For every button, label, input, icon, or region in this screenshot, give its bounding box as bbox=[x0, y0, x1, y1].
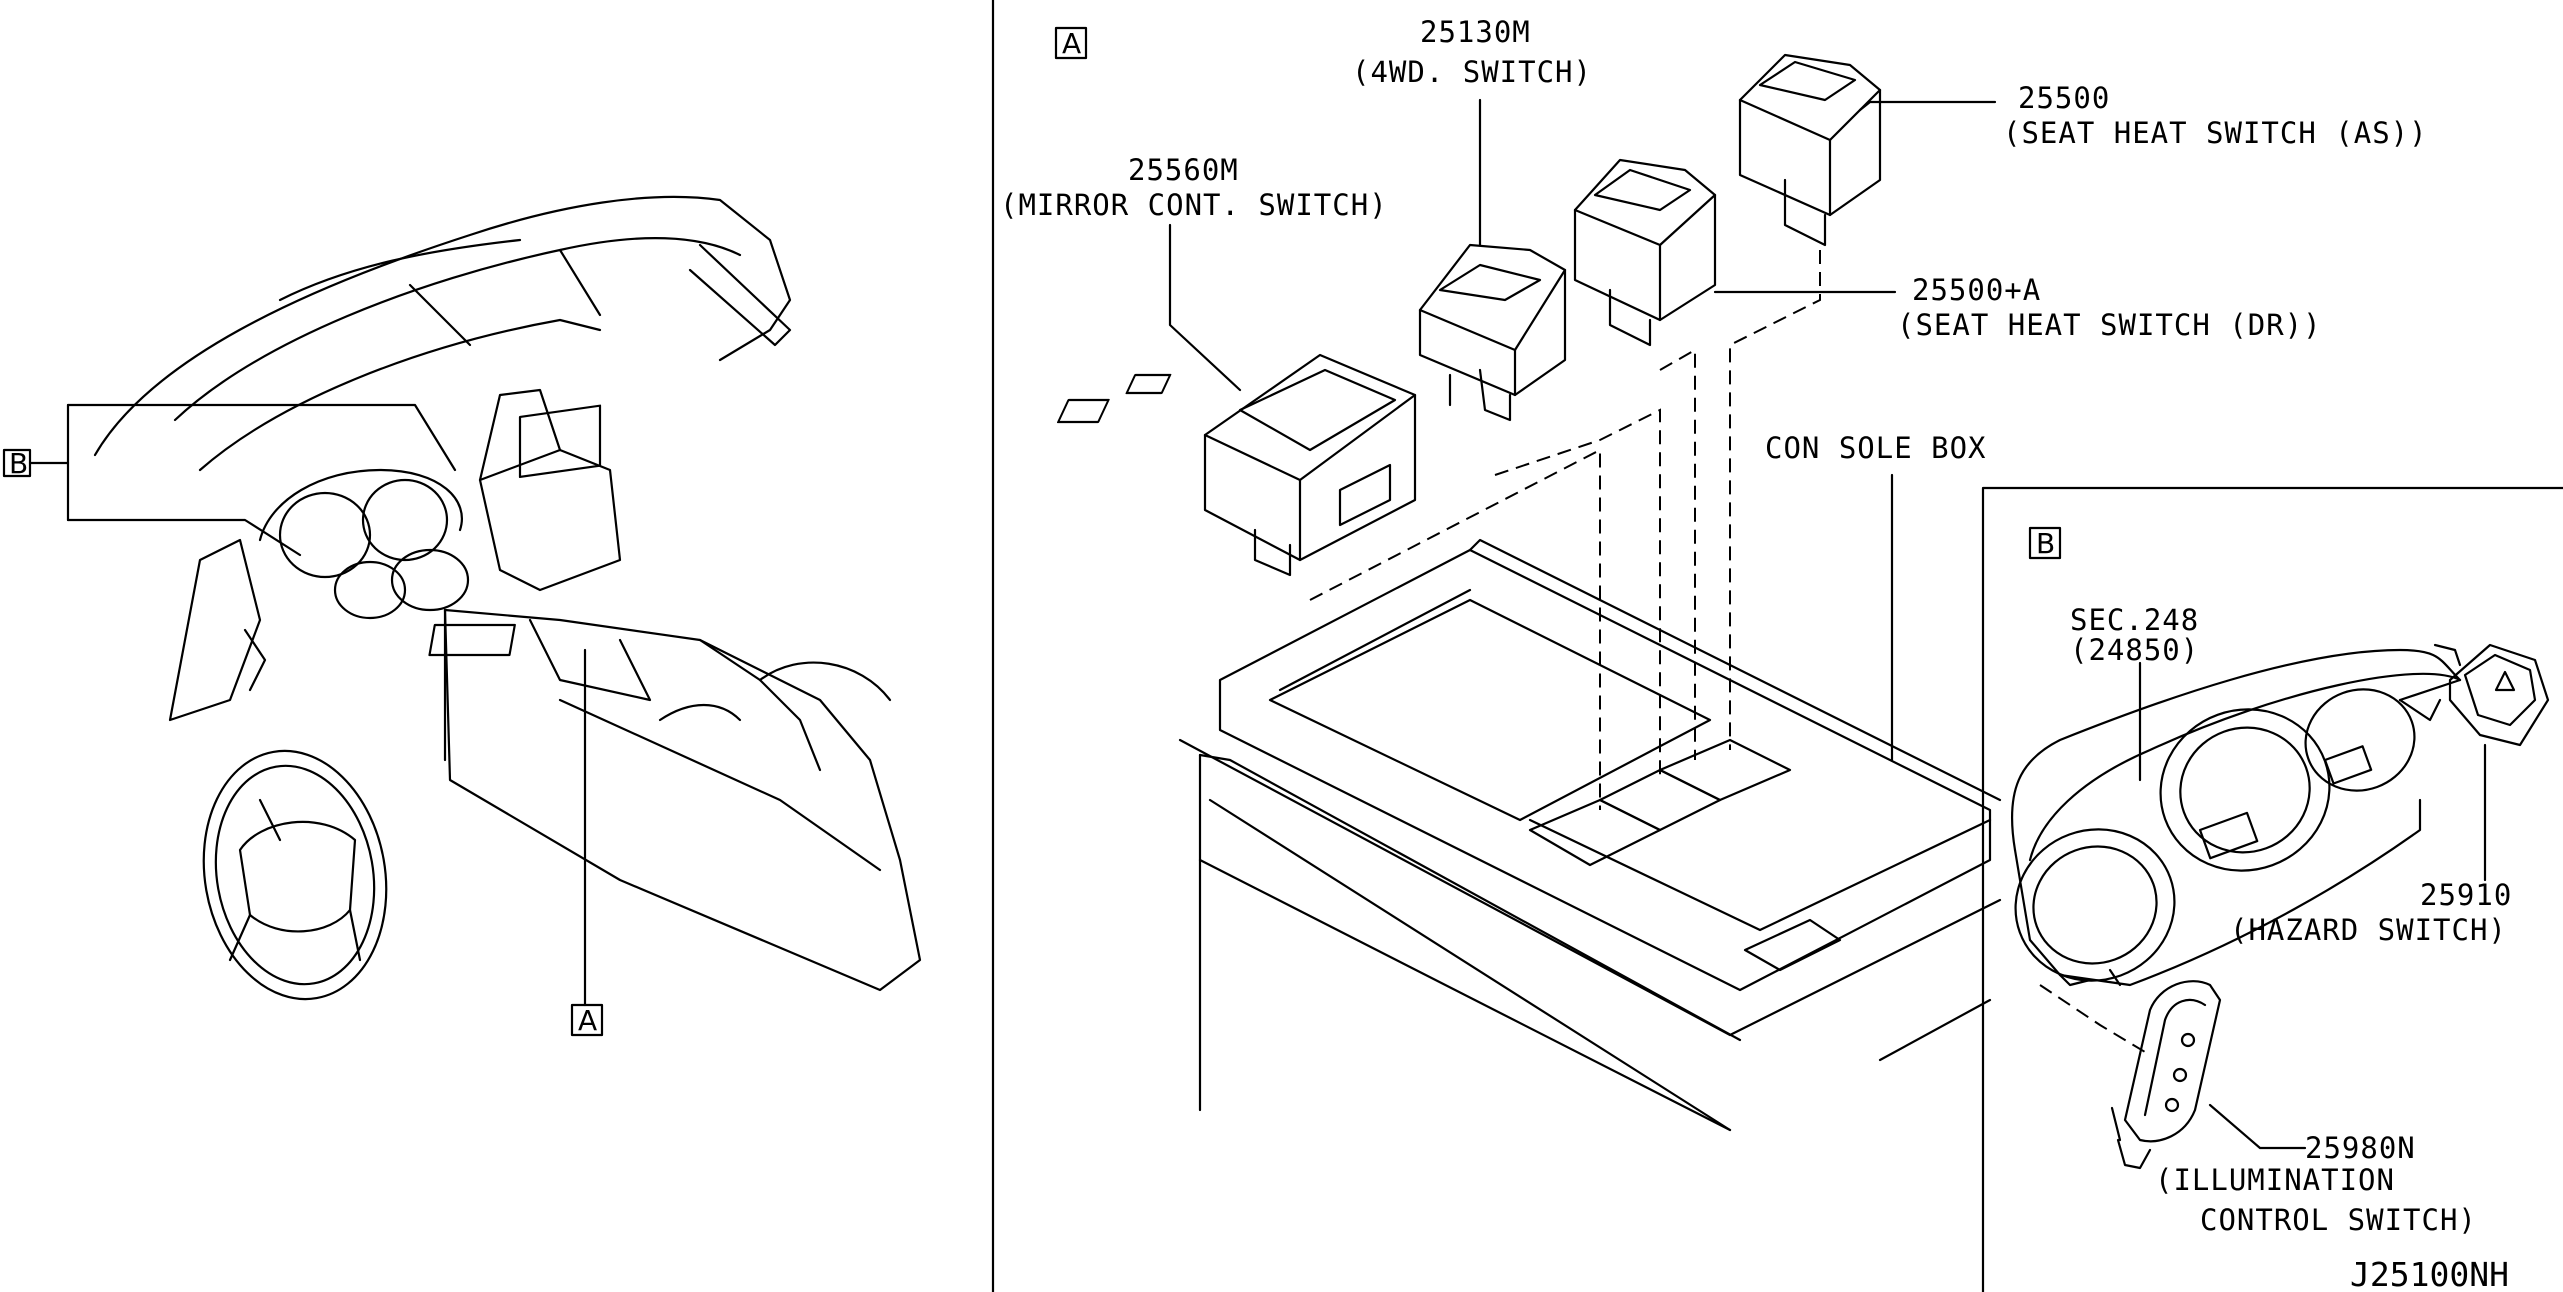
illumination-control-switch-illustration bbox=[2110, 980, 2222, 1170]
panel-b-frame bbox=[1981, 486, 2563, 1292]
label-25560m-number: 25560M bbox=[1128, 153, 1239, 187]
label-25500-name: (SEAT HEAT SWITCH (AS)) bbox=[2003, 116, 2428, 150]
label-25500a-name: (SEAT HEAT SWITCH (DR)) bbox=[1897, 308, 2322, 342]
label-25500-number: 25500 bbox=[2018, 81, 2110, 115]
label-25980n-name-line1: (ILLUMINATION bbox=[2155, 1163, 2395, 1197]
4wd-switch-illustration bbox=[1418, 243, 1567, 422]
callout-b-panel: B bbox=[2028, 526, 2062, 560]
label-25910-name: (HAZARD SWITCH) bbox=[2230, 913, 2507, 947]
dashboard-illustration bbox=[93, 195, 922, 1001]
labels-panel-a: 25130M (4WD. SWITCH) 25560M (MIRROR CONT… bbox=[1000, 15, 2428, 465]
mirror-control-switch-illustration bbox=[1057, 353, 1417, 577]
labels-panel-b: SEC.248 (24850) 25910 (HAZARD SWITCH) 25… bbox=[2070, 603, 2512, 1237]
callout-a-panel: A bbox=[1054, 26, 1088, 60]
label-25130m-number: 25130M bbox=[1420, 15, 1531, 49]
svg-text:B: B bbox=[9, 447, 28, 480]
label-24850: (24850) bbox=[2070, 633, 2199, 667]
seat-heat-switch-dr-illustration bbox=[1573, 158, 1717, 347]
callout-a-left: A bbox=[570, 648, 604, 1037]
label-console-box: CON SOLE BOX bbox=[1765, 431, 1987, 465]
hazard-switch-illustration bbox=[2433, 643, 2550, 747]
svg-text:A: A bbox=[1062, 27, 1081, 60]
label-25910-number: 25910 bbox=[2420, 878, 2512, 912]
label-25980n-number: 25980N bbox=[2305, 1131, 2416, 1165]
label-25130m-name: (4WD. SWITCH) bbox=[1352, 55, 1592, 89]
console-box-illustration bbox=[1178, 538, 2002, 1132]
assembly-lines-a bbox=[1309, 250, 1821, 810]
seat-heat-switch-as-illustration bbox=[1738, 53, 1882, 247]
lines-panel-b bbox=[2039, 661, 2487, 1150]
svg-text:B: B bbox=[2036, 527, 2055, 560]
label-sec248: SEC.248 bbox=[2070, 603, 2199, 637]
callout-b-left: B bbox=[2, 403, 457, 557]
svg-text:A: A bbox=[578, 1004, 597, 1037]
label-25560m-name: (MIRROR CONT. SWITCH) bbox=[1000, 188, 1388, 222]
label-25980n-name-line2: CONTROL SWITCH) bbox=[2200, 1203, 2477, 1237]
diagram-code: J25100NH bbox=[2350, 1255, 2509, 1292]
instrument-cluster-illustration bbox=[2010, 648, 2462, 987]
leader-lines-a bbox=[1168, 98, 1997, 762]
label-25500a-number: 25500+A bbox=[1912, 273, 2041, 307]
